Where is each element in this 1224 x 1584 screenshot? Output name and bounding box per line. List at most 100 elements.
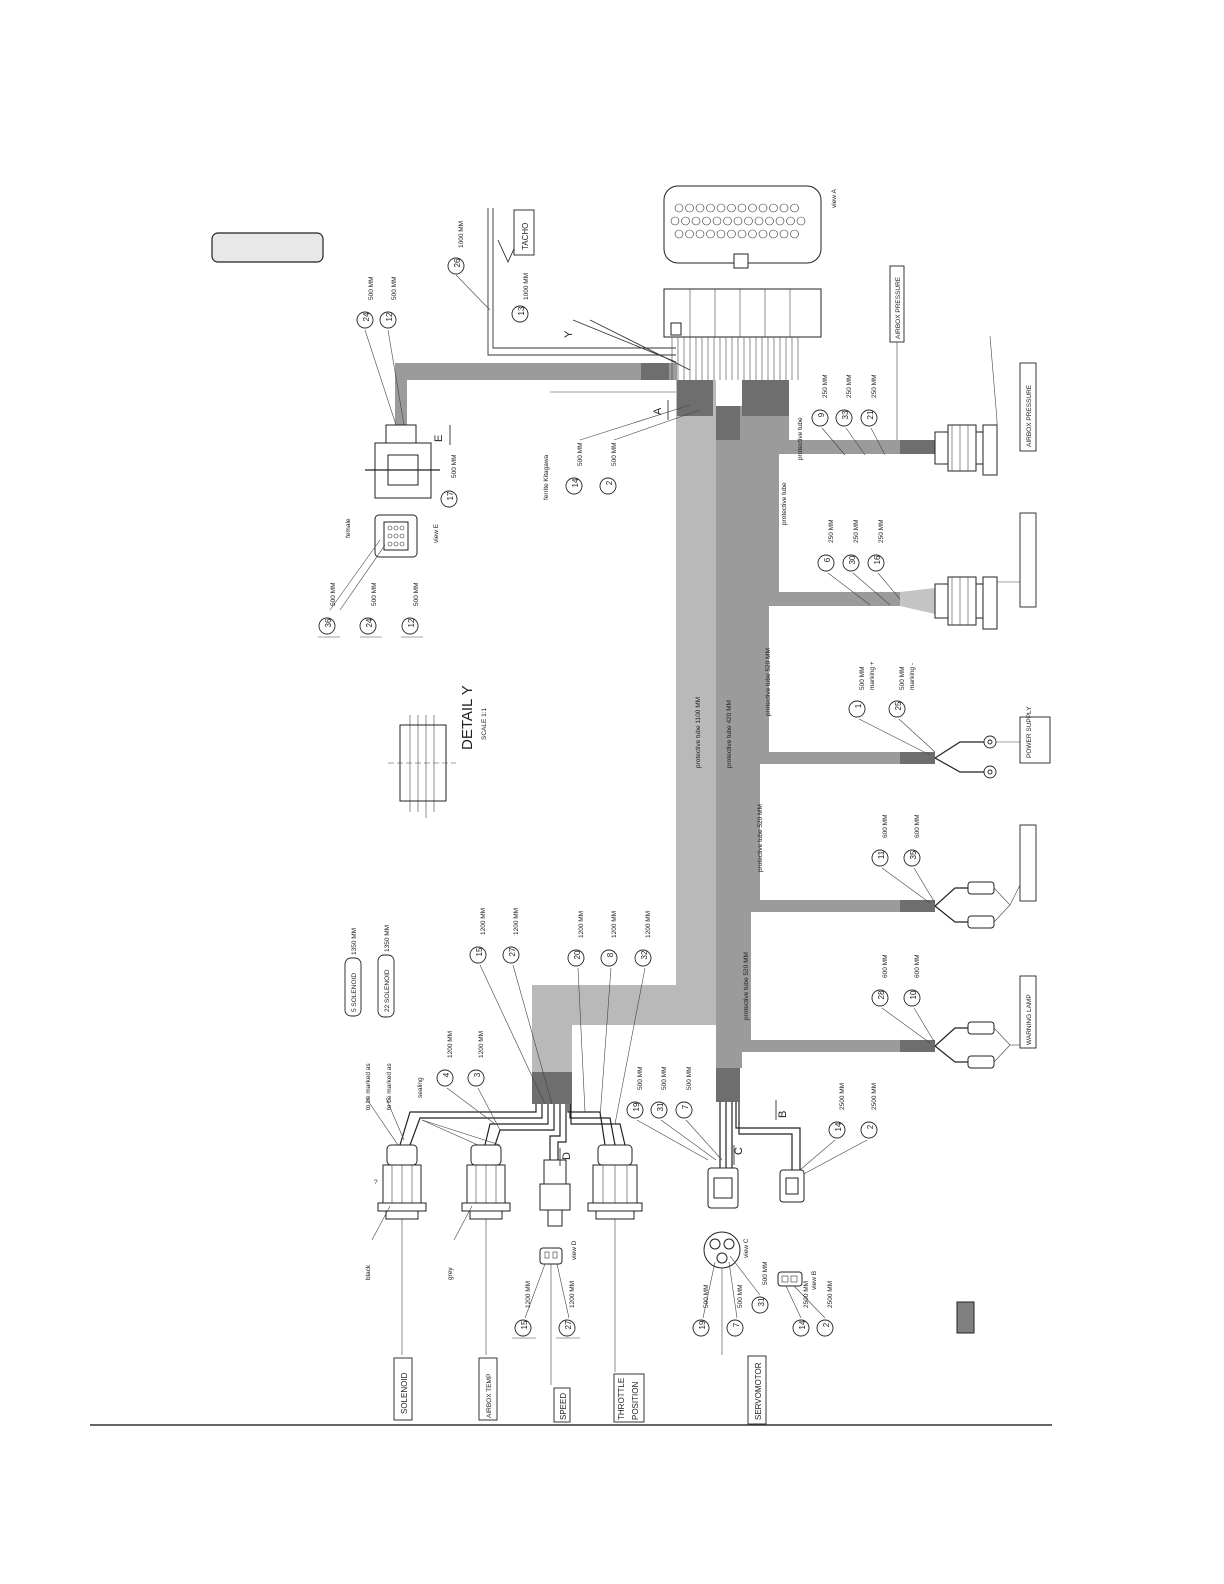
wire-25-number: 25	[894, 701, 903, 710]
ecu-pin	[674, 203, 684, 213]
view-b-section: B 14 2500 MM 2 2500 MM view B 14 2500 MM…	[775, 1083, 878, 1337]
wire-20-length: 1200 MM	[578, 911, 585, 938]
sensor-6-30-16-section: 6 250 MM 30 250 MM 16 250 MM	[817, 512, 1037, 630]
ecu-pin	[681, 216, 690, 226]
wire-36-length: 500 MM	[330, 583, 337, 606]
servo-wire-7-length: 500 MM	[737, 1285, 744, 1308]
wire-21-number: 21	[866, 410, 875, 419]
ecu-pin	[758, 203, 768, 213]
wire-33-number: 33	[841, 410, 850, 419]
ecu-pin	[769, 203, 778, 213]
wire-7-length: 500 MM	[686, 1067, 693, 1090]
solenoid-5-label: 5 SOLENOID	[351, 973, 358, 1012]
wire-19-number: 19	[632, 1102, 641, 1111]
solenoid-22-length: 1350 MM	[384, 925, 391, 952]
wire-7-number: 7	[681, 1104, 690, 1109]
speed-section: D view D 15 1200 MM 27 1200 MM SPEED	[512, 1148, 580, 1423]
ecu-pin	[674, 229, 684, 239]
ecu-pin	[765, 216, 774, 226]
ecu-pin	[754, 216, 764, 226]
wire-26-length: 1000 MM	[458, 221, 465, 248]
wire-35-length: 600 MM	[914, 815, 921, 838]
ecu-pin	[779, 229, 789, 239]
ecu-pin	[685, 203, 694, 213]
wire-1-length: 500 MM	[859, 667, 866, 690]
solenoid-5-tag: 5 SOLENOID	[344, 957, 362, 1017]
speed-wire-15-number: 15	[520, 1320, 529, 1329]
ecu-pin	[716, 229, 726, 239]
warning-lamp-label: WARNING LAMP	[1026, 994, 1033, 1045]
wire-3-number: 3	[473, 1072, 482, 1077]
wire-4-length: 1200 MM	[447, 1031, 454, 1058]
wire-4-number: 4	[442, 1072, 451, 1077]
female-label: female	[345, 518, 352, 538]
wire-13-length: 1000 MM	[523, 273, 530, 300]
wire-25-marking: marking -	[909, 663, 916, 690]
airbox-pressure-top-tag: AIRBOX PRESSURE	[889, 265, 905, 343]
servomotor-tag: SERVOMOTOR	[747, 1355, 767, 1425]
power-supply-label: POWER SUPPLY	[1026, 706, 1033, 758]
ecu-pin	[702, 216, 711, 226]
wire-30-number: 30	[848, 555, 857, 564]
ecu-pin	[748, 229, 757, 239]
ecu-pin	[706, 203, 715, 213]
ecu-connector: view A Y A	[563, 185, 838, 420]
detail-y: DETAIL Y SCALE 1:1	[388, 685, 488, 818]
wire-32-length: 1200 MM	[645, 911, 652, 938]
ecu-pin	[723, 216, 732, 226]
ecu-pin	[727, 203, 736, 213]
solenoid-label: SOLENOID	[400, 1372, 409, 1414]
airbox-pressure-side-label: AIRBOX PRESSURE	[1026, 384, 1033, 447]
ecu-pin	[737, 203, 747, 213]
speed-label: SPEED	[559, 1393, 568, 1420]
tube-420-label: protective tube 420 MM	[726, 700, 733, 768]
solenoid-5-length: 1350 MM	[351, 928, 358, 955]
power-supply-section: 1 500 MM marking + 25 500 MM marking - P…	[848, 661, 1051, 779]
speed-tag: SPEED	[553, 1387, 571, 1423]
arrow-d-label: D	[561, 1152, 573, 1160]
tube-520-c-label: protective tube 520 MM	[743, 952, 750, 1020]
view-d-label: view D	[571, 1240, 578, 1260]
solenoid-tag: SOLENOID	[393, 1357, 413, 1421]
header-box	[211, 232, 324, 263]
ecu-pin	[748, 203, 757, 213]
wire-12-number: 12	[385, 312, 394, 321]
wire-6-number: 6	[823, 557, 832, 562]
wire-16-number: 16	[873, 555, 882, 564]
tube-520-a-label: protective tube 520 MM	[765, 648, 772, 716]
servo-wire-19-number: 19	[698, 1320, 707, 1329]
ecu-pin	[744, 216, 753, 226]
wire-10-length: 600 MM	[914, 955, 921, 978]
airbox-temp-tag: AIRBOX TEMP	[478, 1357, 498, 1421]
wire-2-b-number: 2	[866, 1124, 875, 1129]
throttle-position-tag: THROTTLE POSITION	[613, 1373, 645, 1423]
wire-24b-length: 500 MM	[371, 583, 378, 606]
wire-27-length: 1200 MM	[513, 908, 520, 935]
wire-6-length: 250 MM	[828, 520, 835, 543]
wire-14-top-length: 500 MM	[577, 443, 584, 466]
wire-31-number: 31	[656, 1102, 665, 1111]
ecu-pin	[769, 229, 778, 239]
arrow-e-label: E	[433, 435, 445, 442]
warning-lamp-tag: WARNING LAMP	[1019, 975, 1037, 1049]
vb-wire-14-length: 2500 MM	[803, 1281, 810, 1308]
wire-36-number: 36	[324, 618, 333, 627]
ecu-pin	[695, 203, 705, 213]
solenoid-section: to be marked as 5 SOLENOID 1350 MM to be…	[344, 925, 626, 1421]
throttle-section: 15 1200 MM 27 1200 MM 20 1200 MM 8 1200 …	[469, 908, 652, 1423]
wire-16-length: 250 MM	[878, 520, 885, 543]
ecu-pin	[695, 229, 705, 239]
view-c-label: view C	[743, 1238, 750, 1258]
wire-28-length: 600 MM	[882, 955, 889, 978]
wire-2-top-number: 2	[605, 480, 614, 485]
harness-cables	[395, 363, 935, 1104]
wire-27-number: 27	[508, 947, 517, 956]
wire-24-length: 500 MM	[368, 277, 375, 300]
view-a-label: view A	[831, 189, 838, 208]
position-label: POSITION	[631, 1382, 640, 1420]
ecu-pin	[685, 229, 694, 239]
wire-14-b-length: 2500 MM	[839, 1083, 846, 1110]
wire-30-length: 250 MM	[853, 520, 860, 543]
ecu-pin	[790, 229, 799, 239]
wire-10-number: 10	[909, 990, 918, 999]
